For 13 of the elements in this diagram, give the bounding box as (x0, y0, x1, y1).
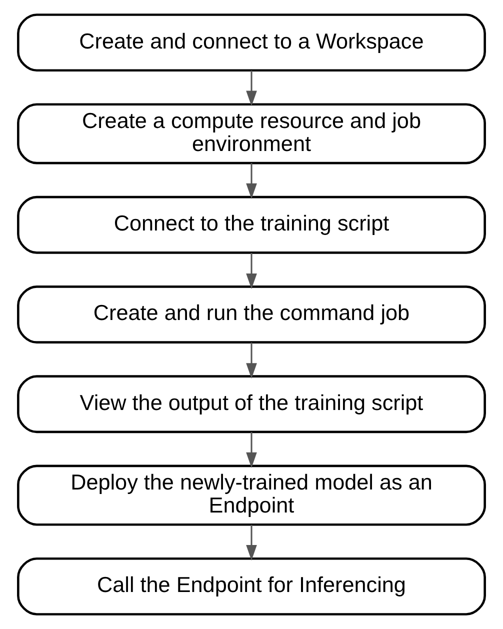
node-box: Connect to the training script (17, 196, 486, 254)
arrow (246, 342, 257, 379)
node-box: Create and run the command job (17, 286, 486, 344)
node-box: Create a compute resource and job environment (17, 103, 486, 164)
node-box: Call the Endpoint for Inferencing (17, 557, 486, 616)
node-box: Deploy the newly-trained model as an Endpoint (17, 464, 486, 526)
node-box: Create and connect to a Workspace (17, 14, 486, 72)
arrow (246, 70, 257, 106)
arrow (246, 252, 257, 290)
arrow (246, 163, 257, 199)
arrow (246, 432, 257, 468)
arrow (246, 524, 257, 560)
node-box: View the output of the training script (17, 375, 486, 434)
